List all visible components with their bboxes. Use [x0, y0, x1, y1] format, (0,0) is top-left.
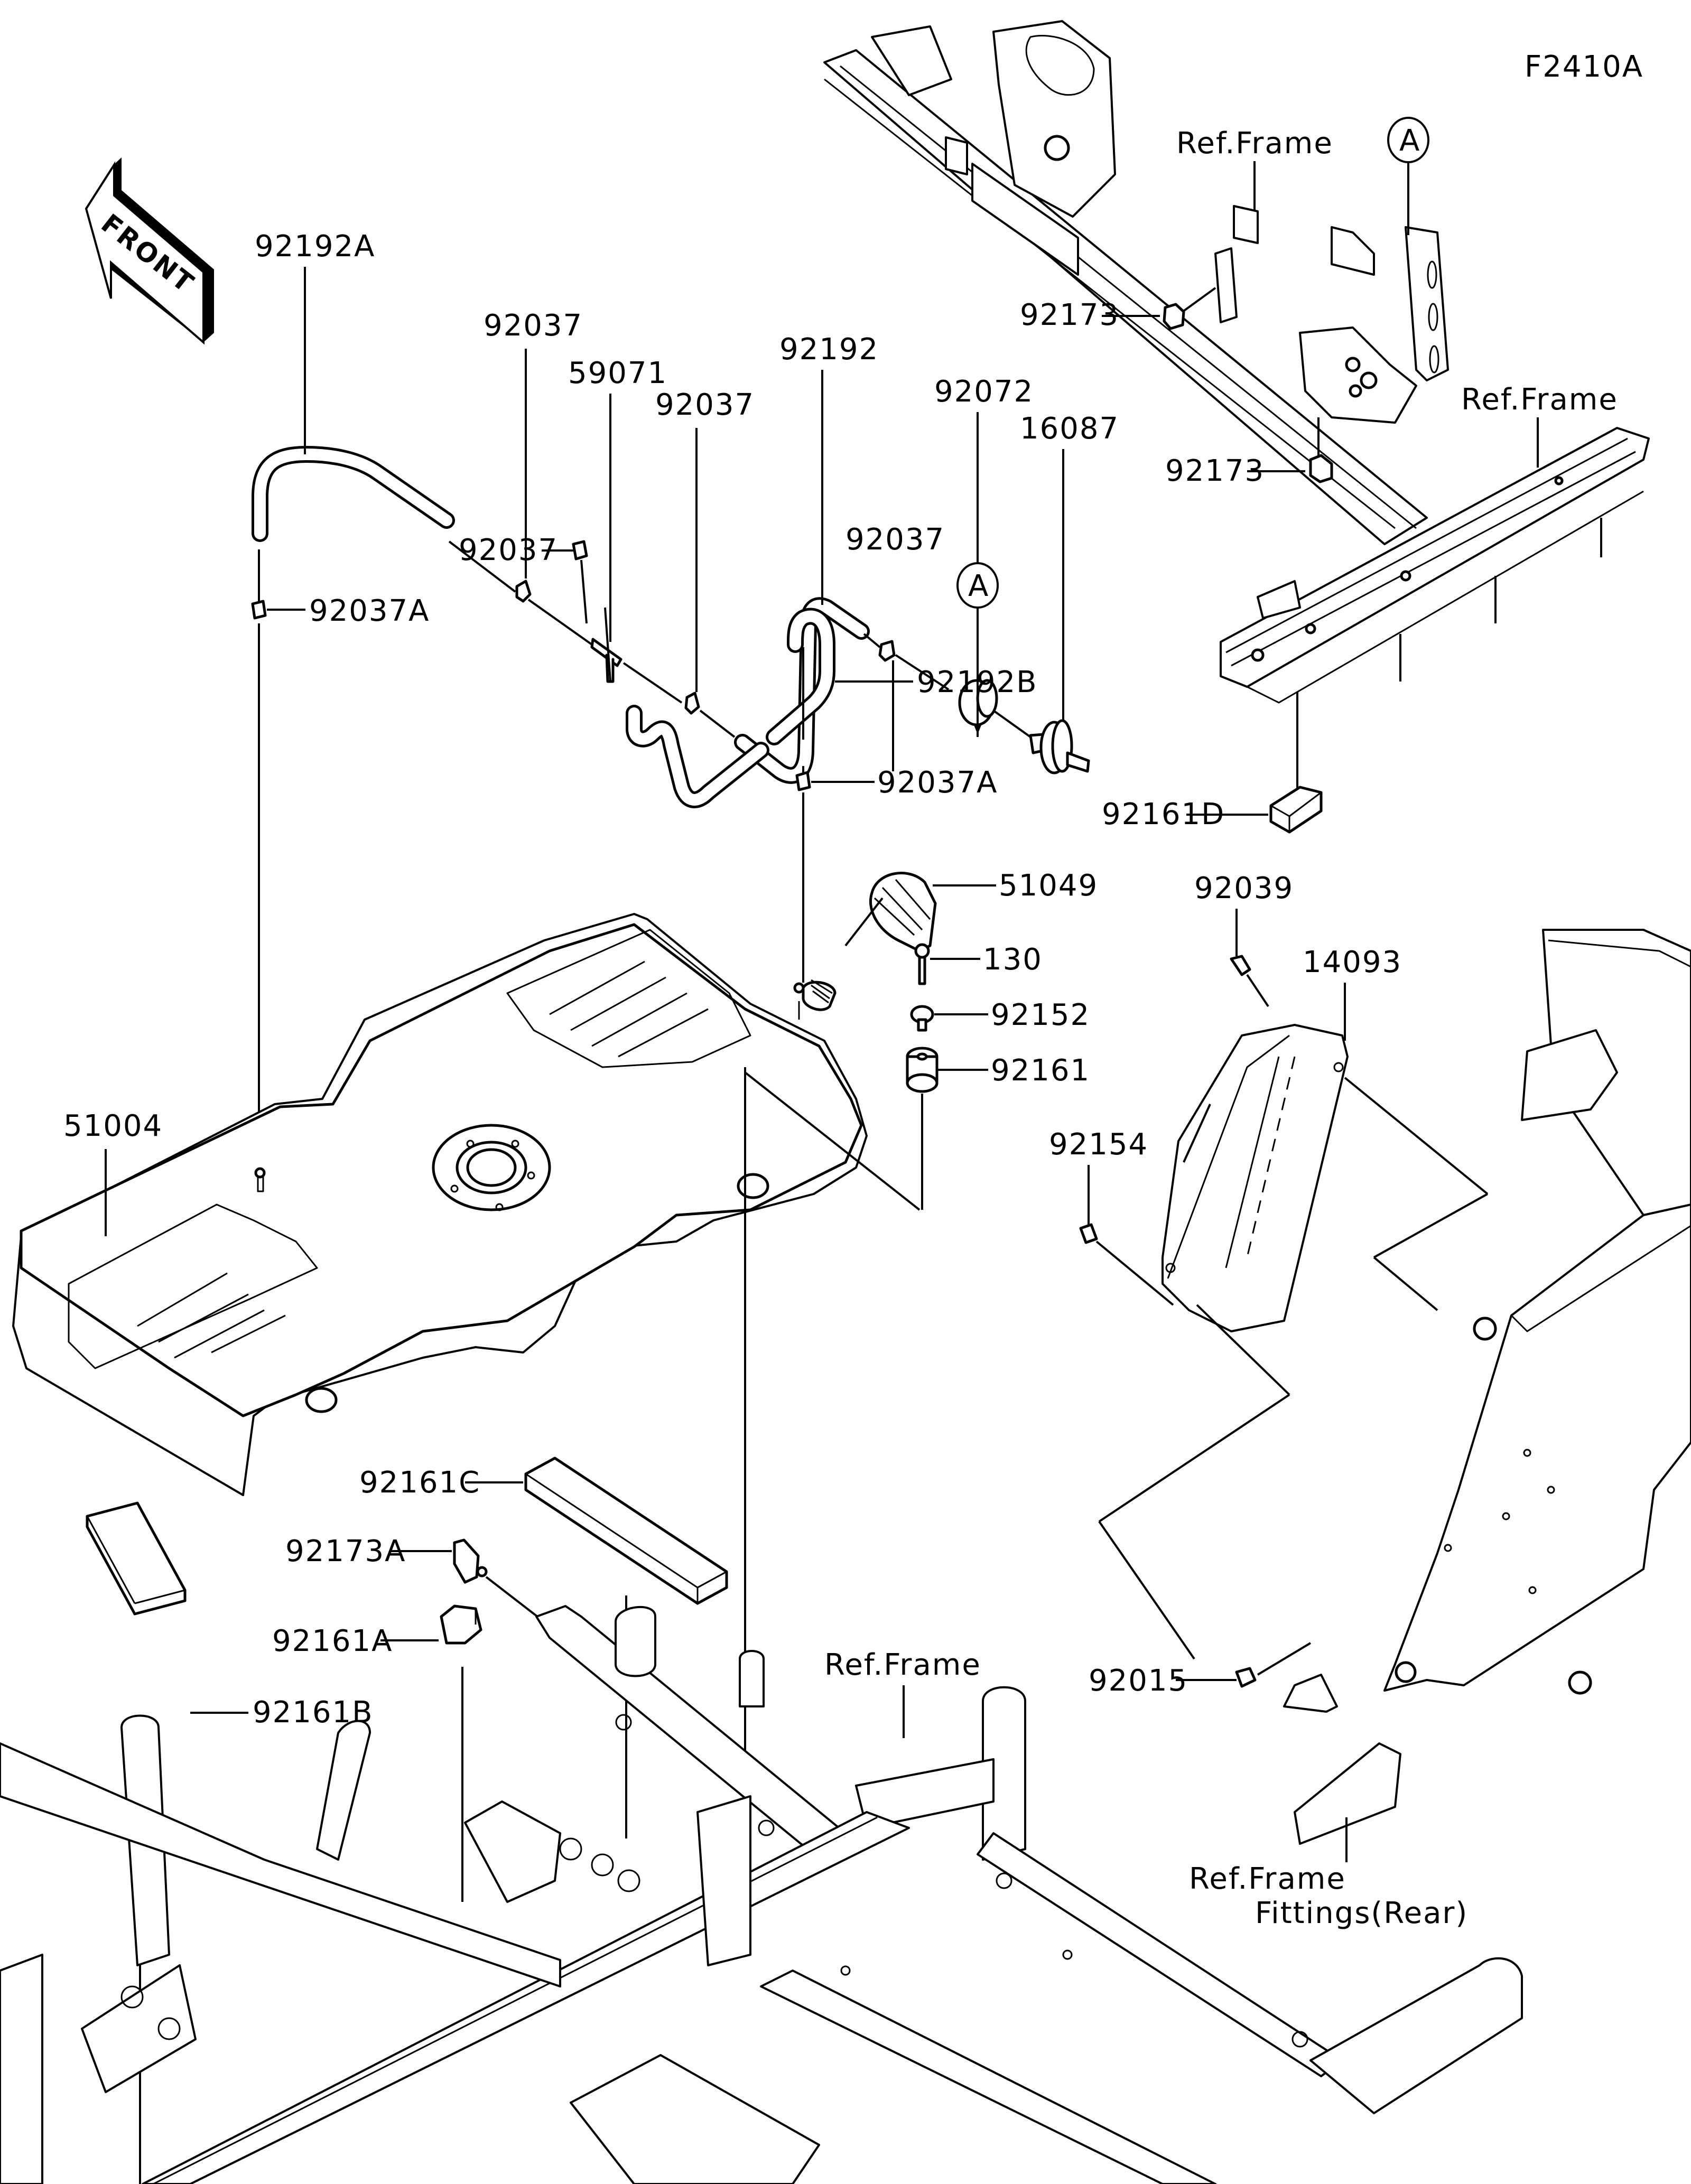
clamp-92173-upper-icon — [1163, 287, 1216, 330]
screw-92154-icon — [1079, 1223, 1098, 1244]
ref-frame-label-top: Ref.Frame — [1176, 126, 1333, 161]
label-92192a: 92192A — [255, 229, 375, 264]
label-92161c: 92161C — [359, 1466, 480, 1500]
nut-92015-icon — [1235, 1667, 1257, 1688]
pad-92161d-icon — [1269, 786, 1323, 834]
clamp-92037a-left-icon — [251, 600, 267, 620]
bolt-130-icon — [914, 943, 930, 985]
clamp-92037a-right-icon — [795, 771, 811, 791]
rivet-92039-icon — [1230, 955, 1251, 976]
label-92037a-left: 92037A — [309, 594, 430, 628]
label-92173a: 92173A — [285, 1534, 406, 1569]
clamp-92173a-icon — [453, 1538, 488, 1584]
rear-fittings-panel — [1283, 929, 1691, 1845]
reference-marker-a-lower: A — [956, 562, 999, 609]
label-51004: 51004 — [63, 1109, 163, 1143]
clamp-92037-top-icon — [515, 580, 532, 603]
label-92161a: 92161A — [272, 1624, 393, 1658]
label-92192: 92192 — [779, 332, 879, 367]
label-92037-mid: 92037 — [655, 388, 755, 422]
cover-14093 — [1162, 1024, 1349, 1332]
ref-frame-label-right: Ref.Frame — [1461, 382, 1618, 417]
damper-92161-icon — [906, 1047, 939, 1093]
label-92037a-right: 92037A — [877, 766, 998, 800]
clamp-92173-lower-icon — [1309, 417, 1333, 483]
label-16087: 16087 — [1020, 412, 1119, 446]
label-92039: 92039 — [1194, 871, 1294, 906]
label-92161: 92161 — [991, 1053, 1090, 1088]
pad-92161c-icon — [524, 1457, 728, 1605]
hose-92192a — [252, 446, 455, 542]
svg-text:A: A — [1399, 124, 1420, 158]
label-14093: 14093 — [1303, 945, 1402, 979]
label-92015: 92015 — [1089, 1664, 1188, 1698]
fuel-cap-51049 — [869, 872, 937, 953]
clamp-92037-under-icon — [878, 640, 896, 662]
valve-16087-icon — [1029, 719, 1090, 774]
label-51049: 51049 — [999, 869, 1098, 903]
pad-92161a-icon — [440, 1604, 482, 1645]
clamp-92037-mid-icon — [684, 692, 700, 715]
collar-92152-icon — [910, 1005, 934, 1032]
fuel-tank-51004 — [12, 913, 868, 1496]
hose-92192b — [626, 608, 835, 808]
clamp-92037-left-icon — [572, 540, 588, 561]
label-92037-under: 92037 — [846, 522, 945, 557]
label-130: 130 — [983, 942, 1043, 977]
svg-text:A: A — [968, 569, 989, 603]
right-frame-rail — [1220, 427, 1650, 704]
ref-frame-label-mid: Ref.Frame — [824, 1648, 981, 1682]
label-92037-top: 92037 — [484, 309, 583, 343]
ref-frame-label-rear: Ref.Frame — [1189, 1862, 1346, 1896]
label-92152: 92152 — [991, 998, 1090, 1032]
lower-main-frame — [0, 1605, 1523, 2184]
figure-id: F2410A — [1525, 50, 1643, 84]
label-92192b: 92192B — [917, 665, 1038, 699]
reference-marker-a-top: A — [1387, 117, 1429, 235]
front-arrow-icon: FRONT — [85, 157, 214, 345]
label-92037-left: 92037 — [459, 533, 558, 567]
label-92154: 92154 — [1049, 1127, 1148, 1162]
label-92072: 92072 — [934, 375, 1034, 409]
hose-92192 — [734, 597, 870, 784]
upper-frame-crossmember — [823, 20, 1449, 545]
fittings-rear-label: Fittings(Rear) — [1255, 1896, 1468, 1930]
label-59071: 59071 — [568, 356, 667, 390]
pad-92161b-icon — [86, 1501, 187, 1616]
fitting-59071-icon — [590, 638, 622, 683]
